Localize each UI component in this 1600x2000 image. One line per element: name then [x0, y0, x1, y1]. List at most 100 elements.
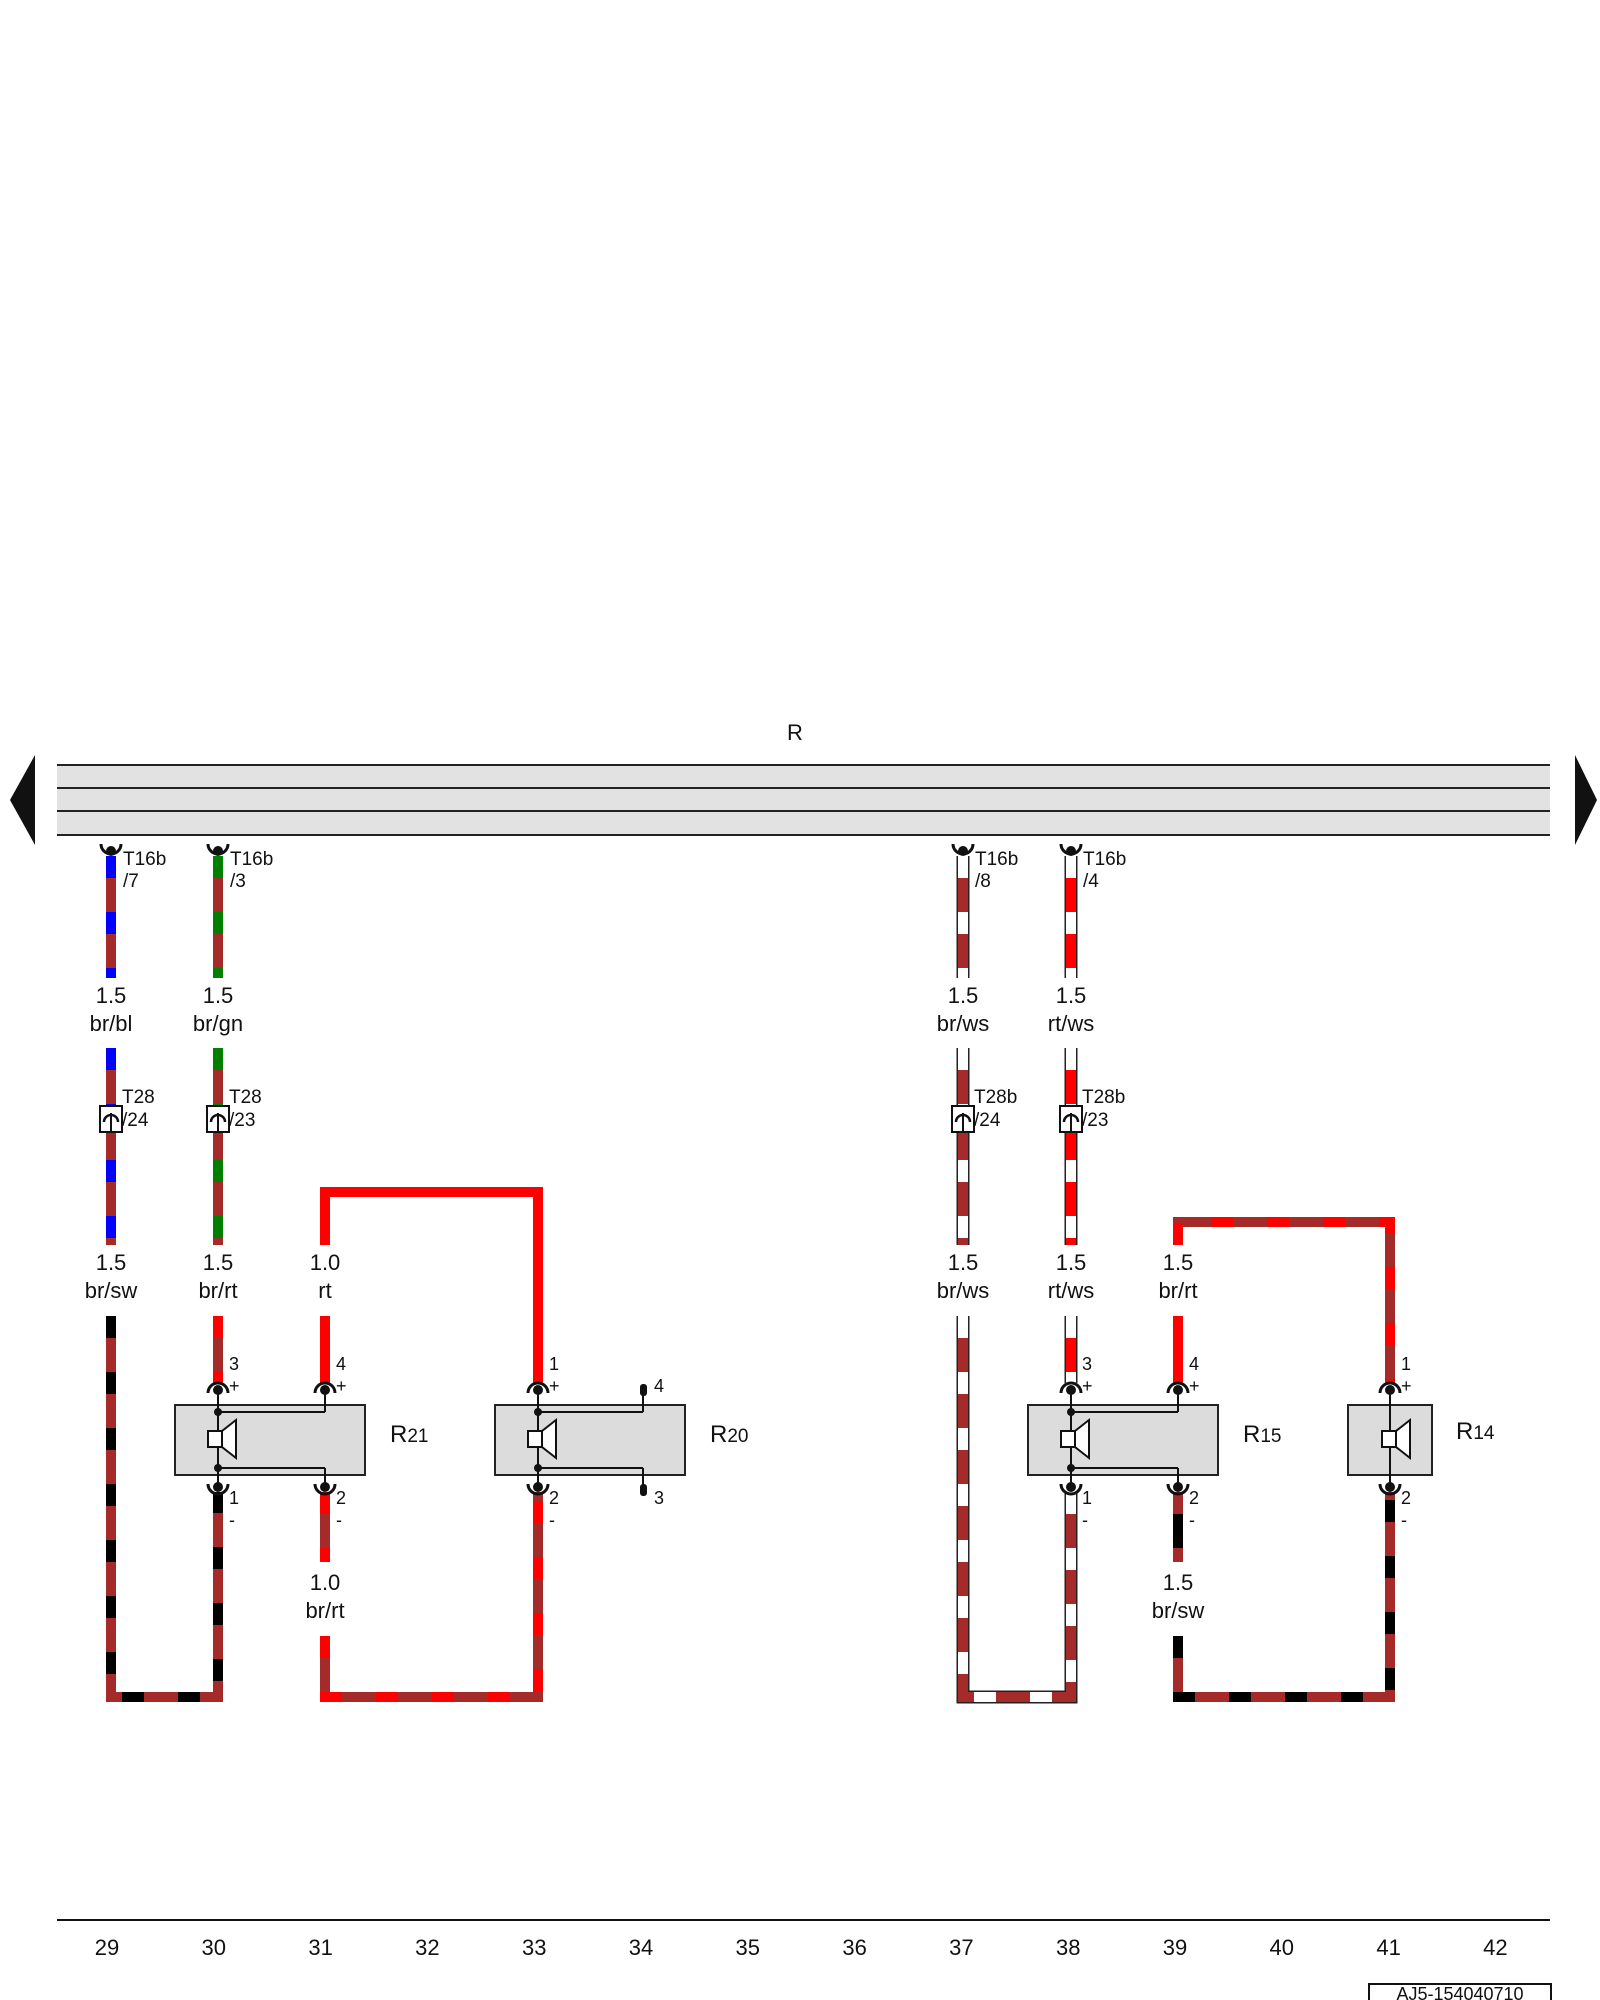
bus-label: R — [787, 720, 803, 745]
wire-label-lower: 1.5 rt/ws — [1048, 1250, 1094, 1303]
wire-label-bottom: 1.5 br/sw — [1152, 1570, 1205, 1623]
svg-text:2: 2 — [336, 1488, 346, 1508]
svg-text:4: 4 — [654, 1376, 664, 1396]
connector-name: T16b — [1083, 849, 1126, 870]
svg-text:3: 3 — [229, 1354, 239, 1374]
wire-label-lower: 1.5 br/rt — [1158, 1250, 1197, 1303]
column-number: 40 — [1270, 1935, 1294, 1960]
component-label: R21 — [390, 1421, 428, 1448]
connector-t16b-4: T16b /4 — [1059, 843, 1126, 892]
connector-name: T28b — [974, 1087, 1017, 1108]
svg-text:+: + — [549, 1376, 560, 1396]
column-number: 41 — [1376, 1935, 1400, 1960]
svg-text:1: 1 — [1401, 1354, 1411, 1374]
svg-text:4: 4 — [336, 1354, 346, 1374]
connector-name: T28 — [122, 1087, 155, 1108]
svg-text:br/rt: br/rt — [305, 1598, 344, 1623]
connector-pin: /24 — [974, 1110, 1001, 1131]
wire-label-upper: 1.5 br/gn — [193, 983, 243, 1036]
svg-text:br/gn: br/gn — [193, 1011, 243, 1036]
svg-text:1.0: 1.0 — [310, 1570, 341, 1595]
connector-name: T16b — [230, 849, 273, 870]
speaker-icon — [1381, 1417, 1411, 1461]
wire-label-upper: 1.5 br/ws — [937, 983, 990, 1036]
svg-text:-: - — [336, 1510, 342, 1530]
svg-text:4: 4 — [1189, 1354, 1199, 1374]
reference-code: AJ5-154040710 — [1396, 1984, 1523, 2000]
column-number: 32 — [415, 1935, 439, 1960]
wire-segment — [1173, 1492, 1395, 1702]
wire-segment — [956, 1316, 1078, 1704]
speaker-icon — [527, 1417, 557, 1461]
component-label: R15 — [1243, 1421, 1281, 1448]
component-box — [494, 1404, 686, 1476]
svg-text:br/ws: br/ws — [937, 1011, 990, 1036]
svg-text:1.5: 1.5 — [203, 1250, 234, 1275]
svg-text:1.5: 1.5 — [96, 1250, 127, 1275]
connector-name: T16b — [123, 849, 166, 870]
column-number: 31 — [308, 1935, 332, 1960]
svg-text:rt: rt — [318, 1278, 331, 1303]
connector-t28b-24: T28b /24 — [951, 1087, 1017, 1133]
connector-pin: /7 — [123, 871, 139, 892]
svg-text:br/sw: br/sw — [85, 1278, 138, 1303]
wire-segment — [106, 1316, 223, 1702]
reference-box: AJ5-154040710 — [1368, 1983, 1552, 2000]
wire-label-upper: 1.5 br/bl — [90, 983, 133, 1036]
svg-text:1.5: 1.5 — [948, 1250, 979, 1275]
svg-text:rt/ws: rt/ws — [1048, 1011, 1094, 1036]
connector-name: T16b — [975, 849, 1018, 870]
connector-t16b-3: T16b /3 — [206, 843, 273, 892]
wire-segment — [1173, 1217, 1395, 1383]
column-number: 30 — [202, 1935, 226, 1960]
connector-name: T28b — [1082, 1087, 1125, 1108]
connector-t16b-7: T16b /7 — [99, 843, 166, 892]
svg-text:rt/ws: rt/ws — [1048, 1278, 1094, 1303]
column-number: 42 — [1483, 1935, 1507, 1960]
harness-bus: R — [10, 720, 1597, 845]
svg-text:-: - — [229, 1510, 235, 1530]
svg-text:1.5: 1.5 — [203, 983, 234, 1008]
wire-label-lower: 1.0 rt — [310, 1250, 341, 1303]
connector-pin: /23 — [229, 1110, 255, 1131]
connector-pin: /24 — [122, 1110, 149, 1131]
component-label: R20 — [710, 1421, 748, 1448]
svg-text:2: 2 — [549, 1488, 559, 1508]
bus-band — [57, 765, 1550, 835]
svg-text:1.0: 1.0 — [310, 1250, 341, 1275]
wire-label-lower: 1.5 br/rt — [198, 1250, 237, 1303]
svg-text:+: + — [336, 1376, 347, 1396]
svg-text:br/bl: br/bl — [90, 1011, 133, 1036]
svg-text:1: 1 — [229, 1488, 239, 1508]
svg-text:br/rt: br/rt — [198, 1278, 237, 1303]
svg-text:-: - — [549, 1510, 555, 1530]
wire-label-bottom: 1.0 br/rt — [305, 1570, 344, 1623]
svg-text:+: + — [1189, 1376, 1200, 1396]
continuation-right-arrow-icon — [1575, 755, 1597, 845]
component-r14: 1 + 2 - R14 — [1347, 1354, 1495, 1530]
connector-pin: /3 — [230, 871, 246, 892]
wire-label-lower: 1.5 br/sw — [85, 1250, 138, 1303]
component-r20: 1 + 4 2 - 3 R20 — [494, 1354, 748, 1530]
svg-text:+: + — [1401, 1376, 1412, 1396]
continuation-left-arrow-icon — [10, 755, 35, 845]
column-number: 33 — [522, 1935, 546, 1960]
svg-text:-: - — [1189, 1510, 1195, 1530]
wire-segment — [320, 1492, 543, 1702]
component-r21: 3 + 4 + 1 - 2 - R21 — [174, 1354, 428, 1530]
column-number: 39 — [1163, 1935, 1187, 1960]
svg-text:3: 3 — [1082, 1354, 1092, 1374]
svg-text:2: 2 — [1401, 1488, 1411, 1508]
column-number: 35 — [736, 1935, 760, 1960]
wire-segment — [320, 1187, 543, 1383]
connector-t28b-23: T28b /23 — [1059, 1087, 1125, 1133]
svg-text:br/sw: br/sw — [1152, 1598, 1205, 1623]
column-number: 29 — [95, 1935, 119, 1960]
connector-pin: /8 — [975, 871, 991, 892]
svg-text:1.5: 1.5 — [1056, 1250, 1087, 1275]
component-box — [174, 1404, 366, 1476]
svg-text:1: 1 — [1082, 1488, 1092, 1508]
svg-text:br/rt: br/rt — [1158, 1278, 1197, 1303]
